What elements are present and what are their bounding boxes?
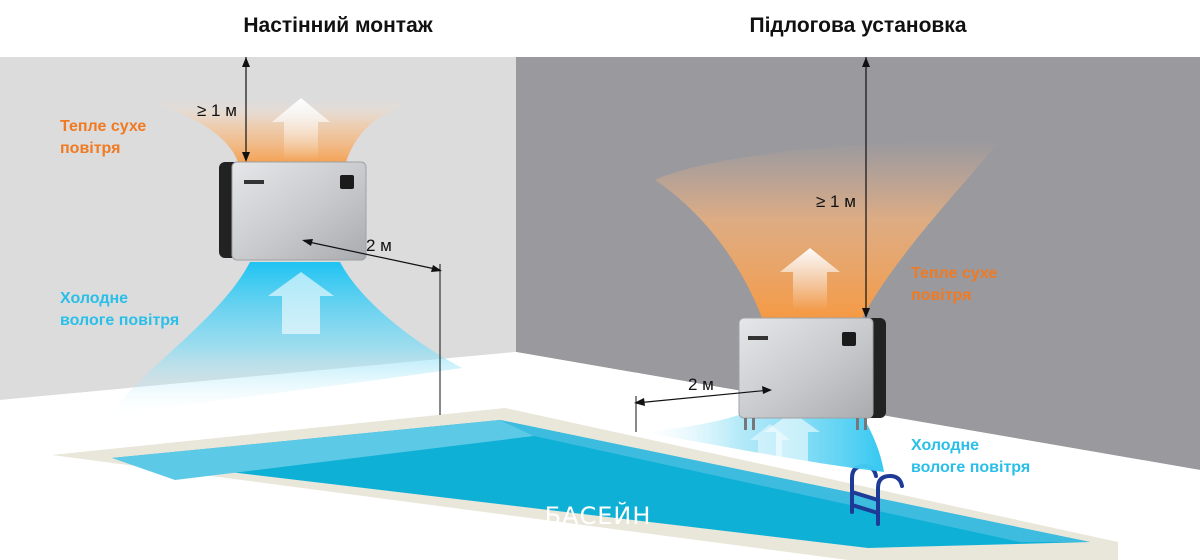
cold-air-arrow-left bbox=[268, 272, 334, 334]
distance-label-right: 2 м bbox=[688, 375, 714, 394]
wall-heat-pump-unit bbox=[219, 161, 367, 261]
pool-inner-wall-right bbox=[500, 420, 1090, 542]
warm-air-label-right: Тепле сухе повітря bbox=[911, 263, 997, 307]
warm-air-plume-left bbox=[140, 100, 424, 162]
clearance-label-left: ≥ 1 м bbox=[197, 101, 237, 120]
cold-air-arrow-right bbox=[764, 412, 820, 462]
warm-air-arrow-left bbox=[272, 98, 330, 160]
cold-air-plume-right bbox=[640, 408, 884, 472]
cold-air-plume-left bbox=[112, 262, 462, 414]
brand-logo-icon bbox=[748, 336, 768, 340]
cold-air-label-line1: Холодне bbox=[60, 290, 129, 307]
pool bbox=[52, 408, 1118, 560]
clearance-label-right: ≥ 1 м bbox=[816, 192, 856, 211]
cold-air-label-left: Холодне вологе повітря bbox=[60, 288, 179, 332]
floor-heat-pump-unit bbox=[738, 317, 886, 430]
control-display-icon bbox=[842, 332, 856, 346]
warm-air-label-line2: повітря bbox=[911, 287, 972, 304]
cold-air-label-line1: Холодне bbox=[911, 437, 980, 454]
warm-air-arrow-right bbox=[780, 248, 840, 310]
warm-air-plume-right bbox=[655, 140, 1000, 318]
warm-air-label-line2: повітря bbox=[60, 140, 121, 157]
pool-inner-wall bbox=[112, 420, 534, 480]
cold-air-label-line2: вологе повітря bbox=[911, 459, 1031, 476]
warm-air-label-line1: Тепле сухе bbox=[60, 118, 147, 135]
clearance-dimension-left bbox=[242, 57, 250, 162]
title-floor-mount: Підлогова установка bbox=[749, 14, 967, 37]
distance-label-left: 2 м bbox=[366, 236, 392, 255]
warm-air-label-line1: Тепле сухе bbox=[911, 265, 998, 282]
control-display-icon bbox=[340, 175, 354, 189]
cold-air-label-line2: вологе повітря bbox=[60, 312, 180, 329]
title-wall-mount: Настінний монтаж bbox=[243, 14, 433, 37]
pool-label: БАСЕЙН bbox=[544, 502, 652, 530]
distance-dimension-right bbox=[634, 386, 772, 432]
cold-air-label-right: Холодне вологе повітря bbox=[911, 435, 1030, 479]
distance-dimension-left bbox=[302, 239, 442, 415]
brand-logo-icon bbox=[244, 180, 264, 184]
warm-air-label-left: Тепле сухе повітря bbox=[60, 116, 146, 160]
cold-air-arrow-right-2 bbox=[750, 424, 790, 460]
clearance-dimension-right bbox=[862, 57, 870, 318]
